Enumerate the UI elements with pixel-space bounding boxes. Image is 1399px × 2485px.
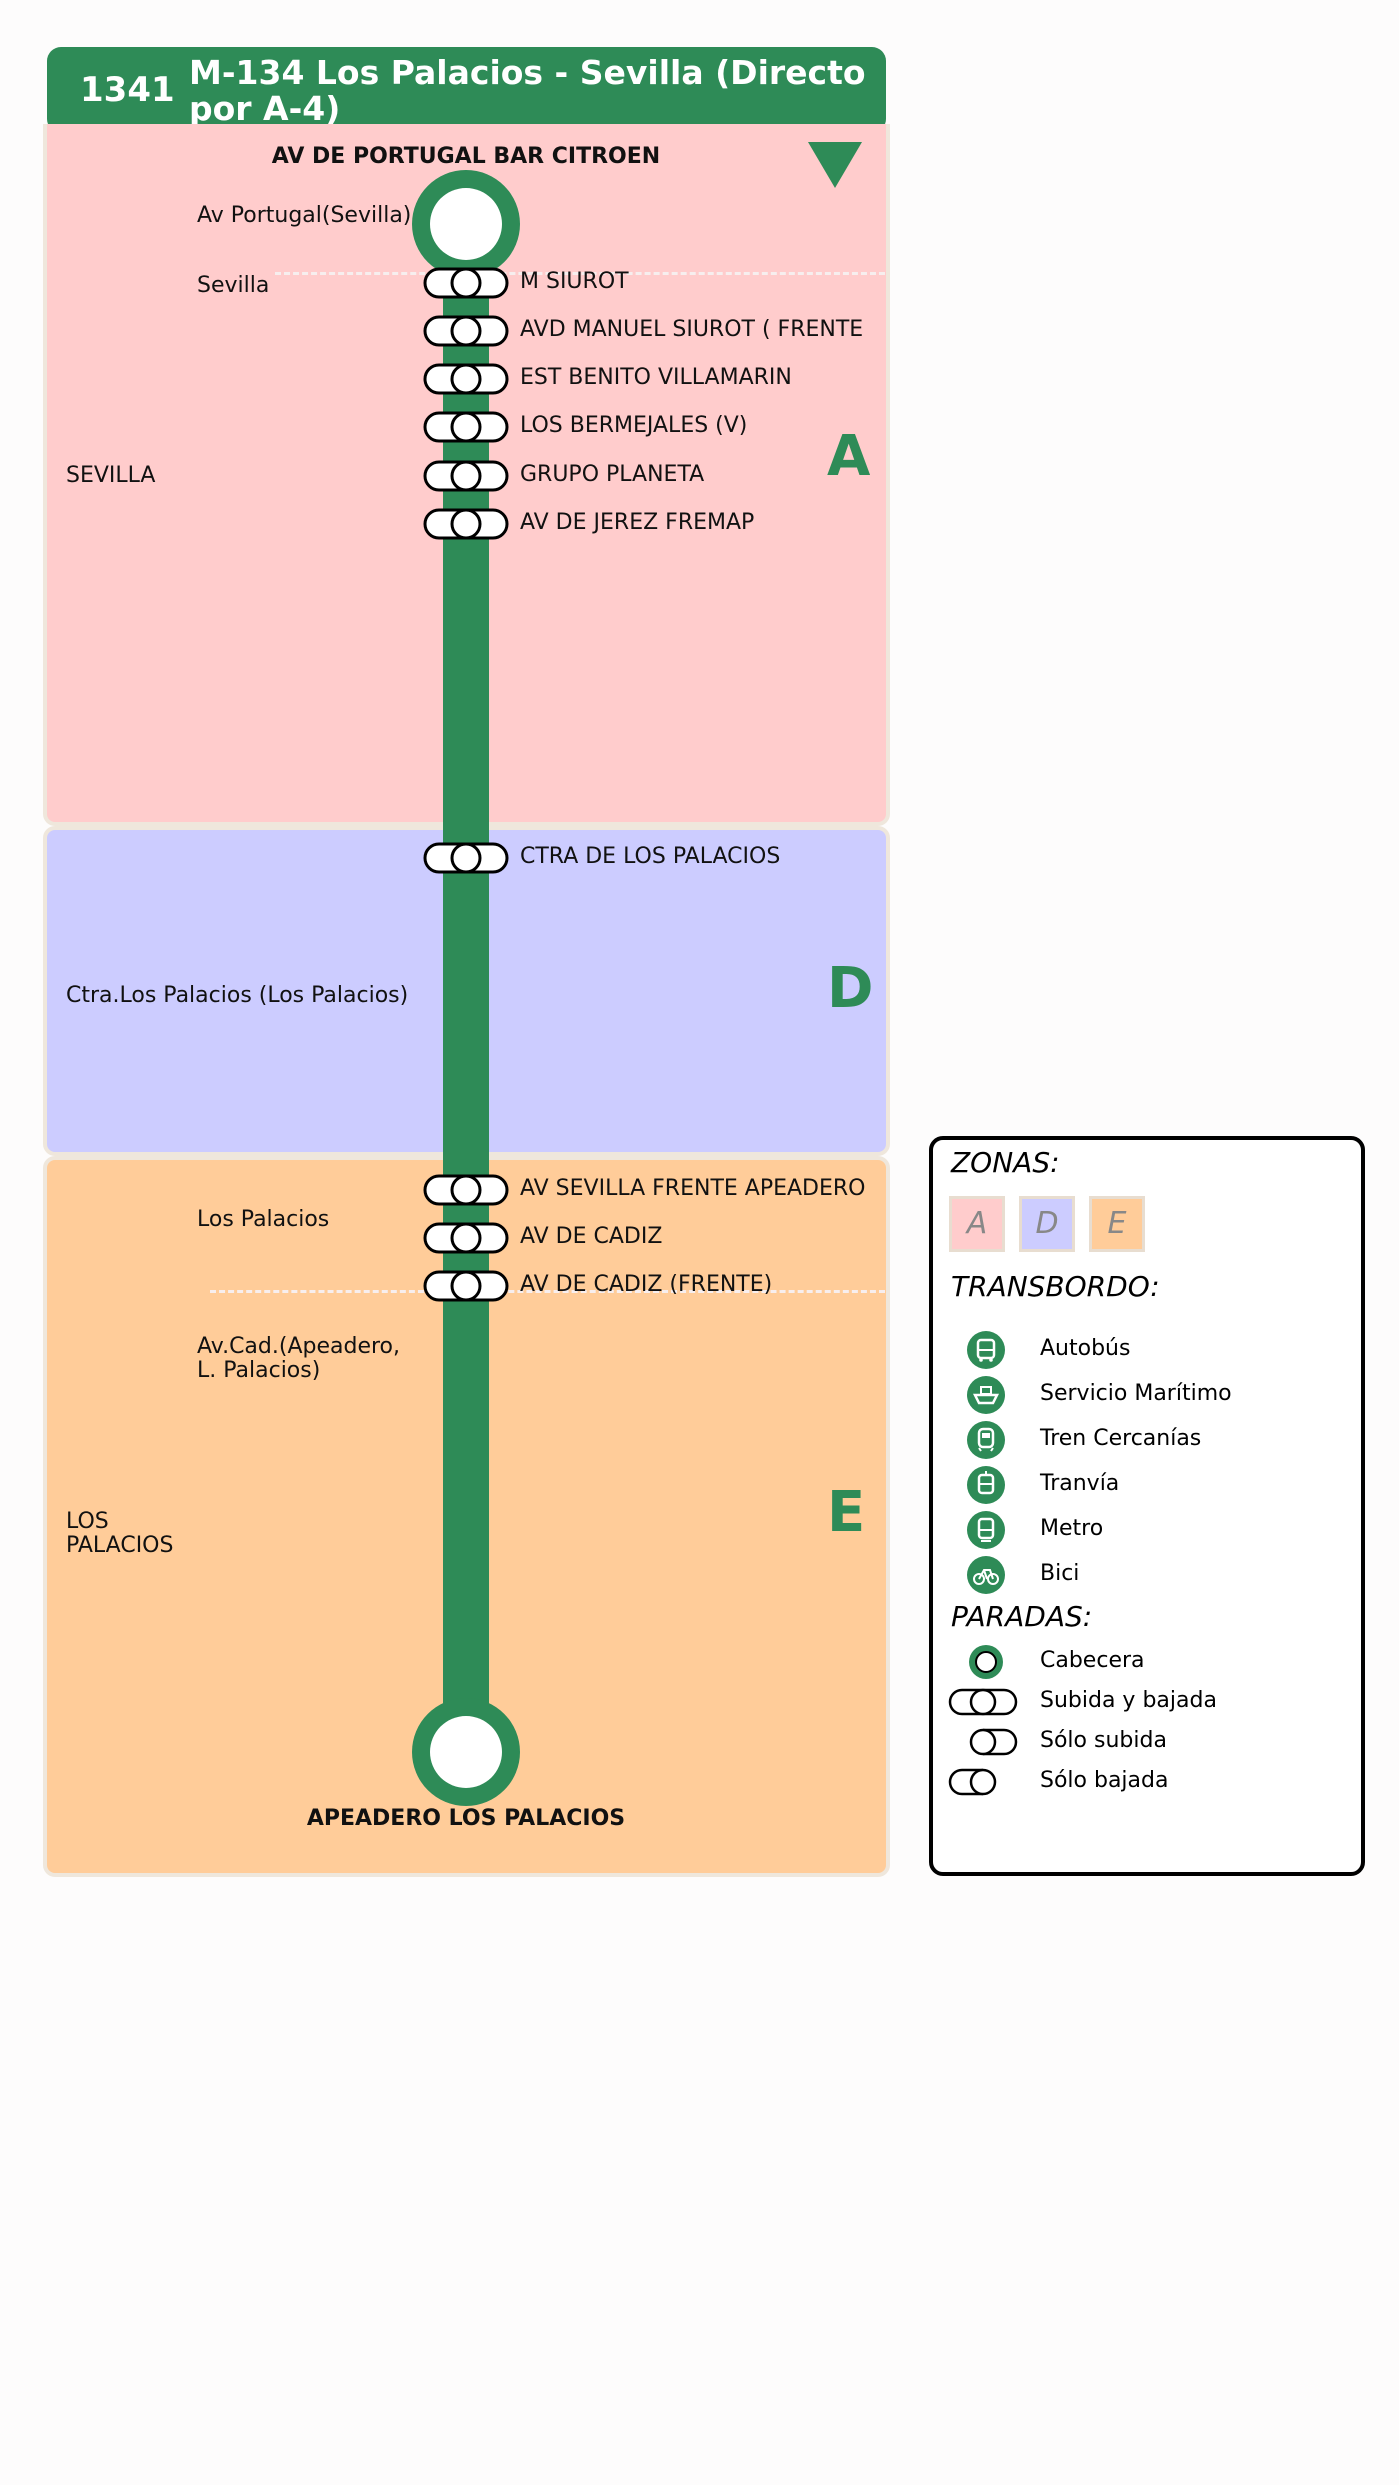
route-number: 1341 <box>80 70 175 110</box>
board-alight-icon <box>423 842 509 874</box>
legend-transfer-item: Autobús <box>933 1330 1353 1370</box>
legend-transfer-item: Servicio Marítimo <box>933 1375 1353 1415</box>
zone-name-a: SEVILLA <box>66 463 156 488</box>
board-alight-icon <box>423 363 509 395</box>
legend-zone-e: E <box>1089 1196 1145 1252</box>
legend-transfer-label: Tranvía <box>1040 1471 1120 1496</box>
legend-transfer-item: Tren Cercanías <box>933 1420 1353 1460</box>
bus-icon <box>967 1331 1005 1369</box>
start-terminal-place: Av Portugal(Sevilla) <box>197 203 412 228</box>
route-name: M-134 Los Palacios - Sevilla (Directo po… <box>189 53 866 128</box>
stop-name: EST BENITO VILLAMARIN <box>520 365 792 390</box>
board-alight-icon <box>423 1174 509 1206</box>
legend: ZONAS: A D E TRANSBORDO: Autobús Servici… <box>929 1136 1365 1876</box>
legend-stop-label: Cabecera <box>1040 1648 1145 1673</box>
stop-name: AV SEVILLA FRENTE APEADERO <box>520 1176 866 1201</box>
legend-transfer-label: Tren Cercanías <box>1040 1426 1202 1451</box>
route-line <box>443 220 489 1750</box>
alight-only-icon <box>948 1768 997 1796</box>
board-alight-icon <box>423 508 509 540</box>
legend-zone-d: D <box>1019 1196 1075 1252</box>
board-alight-icon <box>423 1222 509 1254</box>
town-label-los-palacios: Los Palacios <box>197 1207 330 1232</box>
zone-letter-d: D <box>827 956 874 1021</box>
legend-transfer-item: Tranvía <box>933 1465 1353 1505</box>
stop-name: CTRA DE LOS PALACIOS <box>520 844 781 869</box>
start-terminal-stop[interactable] <box>412 170 520 278</box>
stop-name: AV DE CADIZ <box>520 1224 663 1249</box>
end-terminal-stop[interactable] <box>412 1698 520 1806</box>
tram-icon <box>967 1466 1005 1504</box>
stop-name: M SIUROT <box>520 269 629 294</box>
zone-letter-e: E <box>827 1480 866 1545</box>
board-alight-icon <box>423 1270 509 1302</box>
town-label-av-cadiz: Av.Cad.(Apeadero, L. Palacios) <box>197 1334 400 1383</box>
town-divider <box>210 1290 885 1293</box>
board-only-icon <box>969 1728 1018 1756</box>
board-alight-icon <box>423 315 509 347</box>
stop-name: LOS BERMEJALES (V) <box>520 413 748 438</box>
zone-letter-a: A <box>827 424 871 489</box>
stop-name: AV DE JEREZ FREMAP <box>520 510 755 535</box>
zone-name-e: LOS PALACIOS <box>66 1509 174 1558</box>
legend-stop-item: Subida y bajada <box>933 1682 1353 1722</box>
legend-stop-label: Sólo subida <box>1040 1728 1167 1753</box>
legend-stop-label: Subida y bajada <box>1040 1688 1217 1713</box>
legend-stops-title: PARADAS: <box>951 1600 1093 1633</box>
zone-name-d: Ctra.Los Palacios (Los Palacios) <box>66 983 409 1008</box>
legend-stop-item: Cabecera <box>933 1642 1353 1682</box>
legend-zones-title: ZONAS: <box>951 1146 1060 1179</box>
legend-transfer-title: TRANSBORDO: <box>951 1270 1160 1303</box>
stop-name: GRUPO PLANETA <box>520 462 705 487</box>
metro-icon <box>967 1511 1005 1549</box>
legend-stop-item: Sólo subida <box>933 1722 1353 1762</box>
board-alight-icon <box>423 411 509 443</box>
route-header: 1341 M-134 Los Palacios - Sevilla (Direc… <box>47 47 886 133</box>
legend-transfer-label: Metro <box>1040 1516 1104 1541</box>
legend-transfer-label: Autobús <box>1040 1336 1131 1361</box>
ship-icon <box>967 1376 1005 1414</box>
board-alight-icon <box>423 267 509 299</box>
stop-name: AV DE CADIZ (FRENTE) <box>520 1272 773 1297</box>
train-icon <box>967 1421 1005 1459</box>
stop-name: AVD MANUEL SIUROT ( FRENTE <box>520 317 864 342</box>
board-alight-icon <box>948 1688 1018 1716</box>
end-terminal-name: APEADERO LOS PALACIOS <box>306 1806 626 1831</box>
bike-icon <box>967 1556 1005 1594</box>
terminal-icon <box>969 1645 1003 1679</box>
legend-transfer-item: Metro <box>933 1510 1353 1550</box>
legend-transfer-item: Bici <box>933 1555 1353 1595</box>
board-alight-icon <box>423 460 509 492</box>
direction-arrow-icon <box>808 142 862 188</box>
town-label-sevilla: Sevilla <box>197 273 270 298</box>
legend-transfer-label: Servicio Marítimo <box>1040 1381 1232 1406</box>
legend-transfer-label: Bici <box>1040 1561 1080 1586</box>
town-divider <box>275 272 885 275</box>
legend-stop-item: Sólo bajada <box>933 1762 1353 1802</box>
start-terminal-name: AV DE PORTUGAL BAR CITROEN <box>271 144 661 169</box>
legend-zone-a: A <box>949 1196 1005 1252</box>
legend-stop-label: Sólo bajada <box>1040 1768 1169 1793</box>
